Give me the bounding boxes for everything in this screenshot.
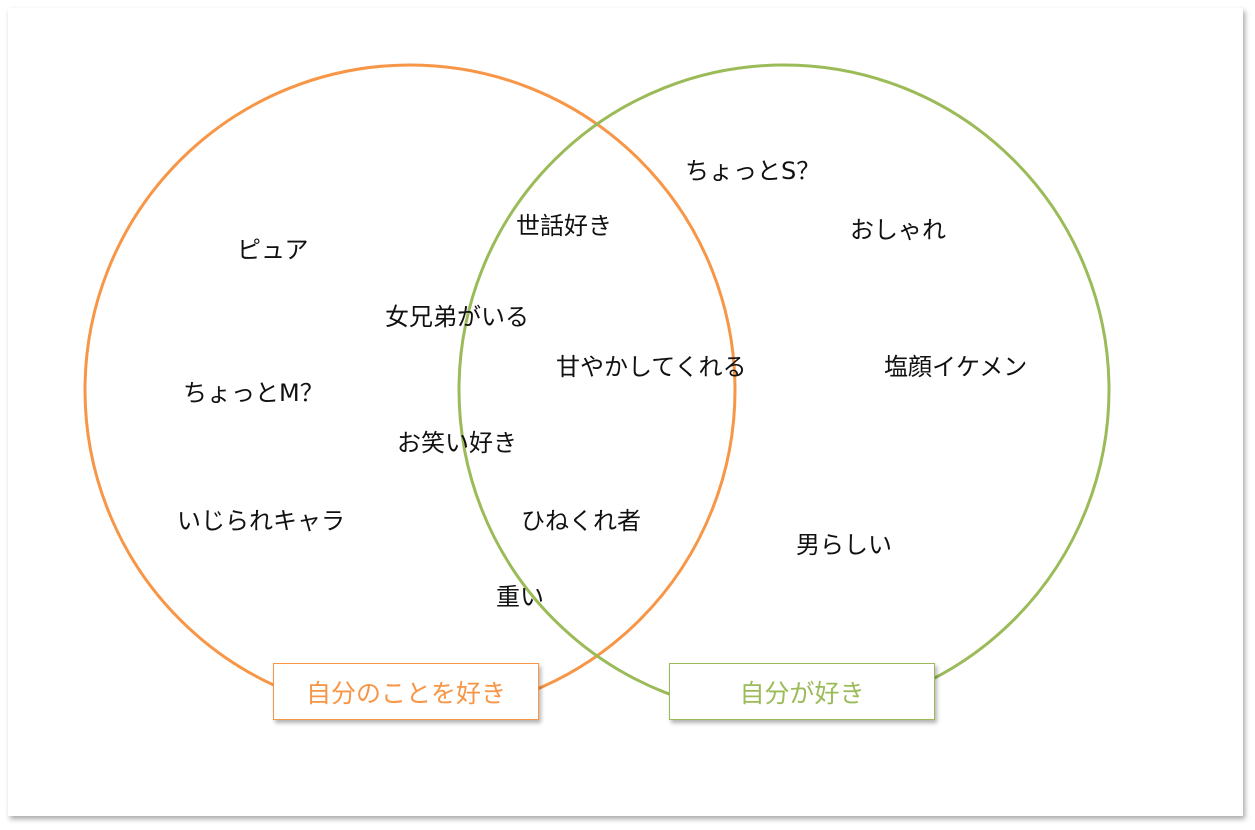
label-owarai-zuki: お笑い好き (397, 429, 517, 457)
label-onna-kyoudai: 女兄弟がいる (385, 303, 529, 331)
legend-right: 自分が好き (669, 663, 935, 720)
label-ijirare-kyara: いじられキャラ (177, 507, 345, 535)
legend-left: 自分のことを好き (273, 663, 539, 720)
label-chotto-s: ちょっとS？ (685, 157, 821, 185)
label-shiogao-ikemen: 塩顔イケメン (884, 353, 1028, 381)
label-oshare: おしゃれ (850, 216, 946, 244)
label-chotto-m: ちょっとM？ (183, 379, 324, 407)
label-hinekuremono: ひねくれ者 (521, 507, 641, 535)
label-omoi: 重い (496, 583, 544, 611)
label-pure: ピュア (237, 236, 309, 264)
slide-frame (8, 8, 1243, 816)
label-otokorashii: 男らしい (796, 531, 892, 559)
label-sewazuki: 世話好き (516, 212, 612, 240)
label-amayakashite: 甘やかしてくれる (556, 353, 747, 381)
